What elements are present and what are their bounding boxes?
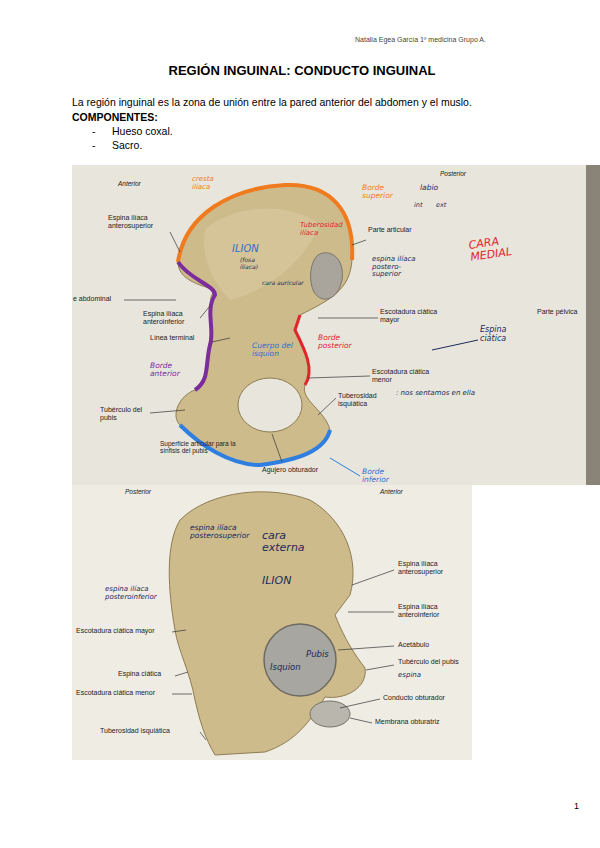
note-arrow [330, 458, 360, 476]
orientation-label: Posterior [125, 488, 151, 495]
figure-label: Espina ciática [118, 670, 161, 678]
figure-label: Agujero obturador [262, 466, 318, 474]
auricular-surface [311, 253, 343, 299]
list-item: Hueso coxal. [112, 126, 173, 138]
handwritten-note: Borde anterior [150, 362, 190, 379]
figure-label: Escotadura ciática menor [76, 689, 155, 697]
photo-ground [72, 165, 600, 485]
figure-label: Línea terminal [150, 334, 208, 342]
leader-lines [172, 570, 394, 740]
handwritten-note: Borde superior [362, 184, 404, 201]
handwritten-note: ext [436, 202, 446, 209]
handwritten-note: Tuberosidad ilíaca [300, 222, 342, 237]
figure-label: Membrana obturatriz [375, 718, 440, 726]
handwritten-note: cresta ilíaca [192, 176, 230, 191]
handwritten-note: espina ilíaca postero-superior [372, 256, 422, 279]
figure-label: Escotadura ciática menor [372, 368, 432, 383]
handwritten-note: espina ilíaca posterosuperior [190, 524, 262, 541]
list-item: Sacro. [112, 140, 142, 152]
hip-bone-lateral [169, 492, 365, 755]
handwritten-note: Espina ciática [480, 326, 528, 344]
orientation-label: Anterior [380, 488, 403, 495]
handwritten-note: : nos sentamos en ella [396, 390, 486, 398]
page-title: REGIÓN INGUINAL: CONDUCTO INGUINAL [2, 64, 600, 78]
acetabulum [264, 624, 336, 696]
obturator-foramen [238, 378, 302, 432]
handwritten-note: Cuerpo del isquion [252, 342, 296, 359]
anterior-border [178, 262, 215, 390]
figure-label: e abdominal [73, 295, 111, 303]
list-dash: - [92, 126, 96, 138]
figure-label: Espina ilíaca anterosuperior [398, 560, 470, 575]
figure-label: Tuberosidad isquiática [338, 392, 393, 407]
figure-label: Parte articular [368, 226, 413, 234]
handwritten-note: cara externa [262, 530, 314, 554]
list-dash: - [92, 140, 96, 152]
figure-label: Escotadura ciática mayor [380, 308, 442, 323]
handwritten-note: Isquion [270, 663, 301, 672]
photo-edge [586, 165, 600, 485]
figure-label: Acetábulo [398, 641, 429, 649]
figure-label: Tubérculo del pubis [398, 658, 470, 666]
header-note: Natalia Egea García 1º medicina Grupo A. [355, 36, 486, 44]
handwritten-note: ILION [232, 243, 259, 254]
figure-label: Espina ilíaca anterosuperior [108, 214, 170, 229]
figure-label: Superficie articular para la sínfisis de… [160, 440, 255, 454]
section-heading: COMPONENTES: [72, 112, 158, 124]
orientation-label: Posterior [440, 170, 466, 177]
leader-lines [124, 232, 378, 462]
figure-label: Tubérculo del pubis [100, 406, 150, 421]
handwritten-note: labio [420, 184, 438, 192]
posterior-border [295, 315, 309, 385]
figure-label: Espina ilíaca anteroinferior [398, 603, 470, 618]
hip-bone-medial [176, 185, 352, 465]
handwritten-note: Pubis [306, 650, 329, 659]
handwritten-note: (fosa ilíaca) [240, 257, 274, 270]
obturator-membrane [310, 701, 350, 727]
body-text: La región inguinal es la zona de unión e… [72, 97, 472, 109]
handwritten-note: espina ilíaca posteroinferior [105, 586, 157, 601]
photo-ground [72, 485, 472, 760]
handwritten-note: Borde posterior [318, 334, 374, 351]
handwritten-note: espina [398, 672, 421, 680]
handwritten-note: CARA MEDIAL [468, 232, 527, 264]
figure-label: Parte pélvica [537, 308, 577, 316]
note-arrow [432, 340, 478, 350]
orientation-label: Anterior [118, 180, 141, 187]
figure-label: Tuberosidad isquiática [100, 727, 170, 735]
figure-label: Conducto obturador [383, 694, 445, 702]
figure-label: Escotadura ciática mayor [76, 627, 155, 635]
figure-label: Espina ilíaca anteroinferior [143, 310, 201, 325]
handwritten-note: int [414, 202, 422, 209]
page-number: 1 [574, 802, 579, 812]
upper-border [178, 185, 352, 262]
handwritten-note: cara auricular [262, 280, 306, 287]
handwritten-note: Borde inferior [362, 468, 404, 485]
handwritten-note: ILION [262, 575, 292, 587]
